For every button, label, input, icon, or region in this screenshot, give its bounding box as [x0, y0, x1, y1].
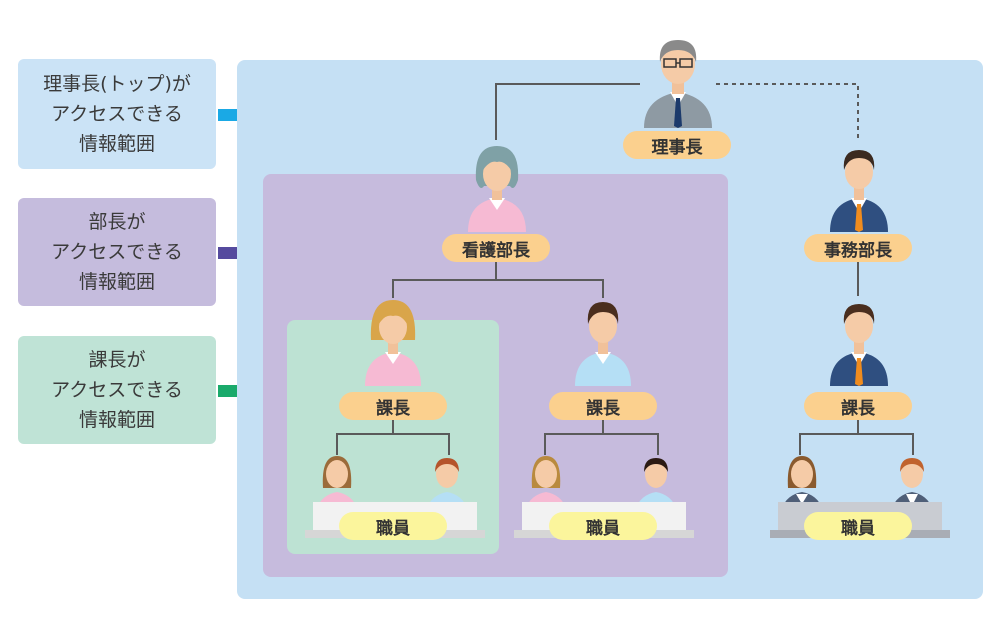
- legend-director-scope: 部長が アクセスできる 情報範囲: [18, 198, 216, 306]
- chief-male-avatar: [575, 302, 631, 386]
- staff-label-3: 職員: [804, 512, 912, 540]
- legend-chairman-scope: 理事長(トップ)が アクセスできる 情報範囲: [18, 59, 216, 169]
- legend-chief-scope: 課長が アクセスできる 情報範囲: [18, 336, 216, 444]
- chief-female-avatar: [365, 300, 421, 386]
- chairman-label: 理事長: [623, 131, 731, 159]
- chairman-avatar: [644, 40, 712, 128]
- section-chief-label-2: 課長: [549, 392, 657, 420]
- section-chief-label-1: 課長: [339, 392, 447, 420]
- staff-label-2: 職員: [549, 512, 657, 540]
- admin-director-label: 事務部長: [804, 234, 912, 262]
- nursing-director-avatar: [468, 146, 526, 232]
- nursing-director-label: 看護部長: [442, 234, 550, 262]
- section-chief-label-3: 課長: [804, 392, 912, 420]
- admin-director-avatar: [830, 150, 888, 232]
- staff-label-1: 職員: [339, 512, 447, 540]
- chief-admin-avatar: [830, 304, 888, 386]
